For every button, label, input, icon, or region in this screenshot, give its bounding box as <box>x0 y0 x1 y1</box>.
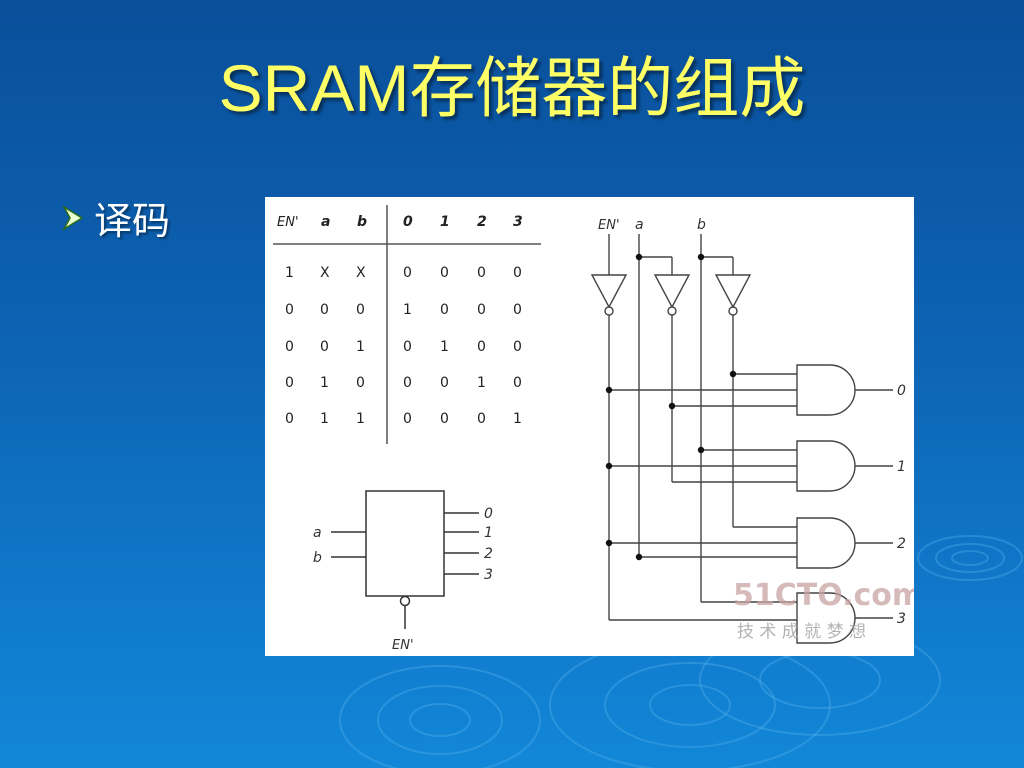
circuit-input-en: EN' <box>598 218 620 233</box>
watermark-tagline: 技 术 成 就 梦 想 <box>737 622 866 642</box>
tt-header-0: 0 <box>403 214 413 230</box>
tt-cell: 0 <box>356 302 365 318</box>
tt-header-b: b <box>357 214 367 230</box>
block-enable-label: EN' <box>392 638 414 653</box>
circuit-output-1: 1 <box>897 459 906 475</box>
decoder-block <box>365 490 445 597</box>
tt-cell: 0 <box>477 265 486 281</box>
and-gate-1 <box>796 440 856 492</box>
tt-cell: 0 <box>440 265 449 281</box>
block-output-1: 1 <box>484 525 493 541</box>
enable-bubble <box>399 595 411 607</box>
block-output-2: 2 <box>484 546 493 562</box>
tt-cell: 0 <box>320 302 329 318</box>
block-output-0: 0 <box>484 506 493 522</box>
decoder-diagram: EN' a b 0 1 2 3 1 X X 0 0 0 0 0 0 0 1 0 … <box>273 205 914 653</box>
watermark-brand: 51CTO.com <box>733 578 914 613</box>
tt-cell: 1 <box>513 411 522 427</box>
inverter-a <box>653 274 691 309</box>
tt-cell: 0 <box>403 375 412 391</box>
and-gate-2 <box>796 517 856 569</box>
watermark: 51CTO.com 技 术 成 就 梦 想 <box>733 578 914 642</box>
tt-cell: 0 <box>477 302 486 318</box>
tt-cell: 0 <box>285 375 294 391</box>
tt-cell: 1 <box>320 411 329 427</box>
circuit-output-2: 2 <box>897 536 906 552</box>
tt-cell: 0 <box>513 302 522 318</box>
decoder-figure: EN' a b 0 1 2 3 1 X X 0 0 0 0 0 0 0 1 0 … <box>265 197 914 656</box>
tt-cell: 0 <box>285 411 294 427</box>
inverter-b <box>714 274 752 309</box>
arrow-bullet-icon <box>62 204 84 231</box>
tt-header-2: 2 <box>477 214 487 230</box>
tt-cell: 0 <box>403 339 412 355</box>
tt-cell: 1 <box>440 339 449 355</box>
tt-cell: 0 <box>513 265 522 281</box>
tt-cell: 0 <box>477 411 486 427</box>
tt-cell: 1 <box>356 411 365 427</box>
tt-cell: 0 <box>440 375 449 391</box>
inverter-en <box>590 274 628 309</box>
tt-header-en: EN' <box>277 215 299 230</box>
bullet-text: 译码 <box>94 199 171 243</box>
and-gate-3 <box>796 592 856 644</box>
tt-header-a: a <box>321 214 330 230</box>
tt-cell: 0 <box>440 302 449 318</box>
tt-cell: 0 <box>403 411 412 427</box>
truth-table: EN' a b 0 1 2 3 1 X X 0 0 0 0 0 0 0 1 0 … <box>273 205 541 444</box>
circuit-output-3: 3 <box>897 611 906 627</box>
block-input-b: b <box>313 550 322 566</box>
tt-header-1: 1 <box>440 214 450 230</box>
tt-cell: 0 <box>477 339 486 355</box>
tt-cell: 1 <box>356 339 365 355</box>
tt-cell: X <box>356 265 366 281</box>
and-gate-0 <box>796 364 856 416</box>
tt-cell: 0 <box>285 302 294 318</box>
circuit-output-0: 0 <box>897 383 906 399</box>
bullet-item: 译码 <box>62 190 170 245</box>
tt-cell: 1 <box>285 265 294 281</box>
junction-dots <box>605 253 737 561</box>
circuit-input-b: b <box>697 217 706 233</box>
tt-cell: X <box>320 265 330 281</box>
tt-cell: 0 <box>403 265 412 281</box>
block-output-3: 3 <box>484 567 493 583</box>
slide-title: SRAM存储器的组成 <box>218 51 806 125</box>
tt-cell: 1 <box>403 302 412 318</box>
tt-cell: 0 <box>320 339 329 355</box>
tt-cell: 0 <box>513 375 522 391</box>
tt-cell: 1 <box>477 375 486 391</box>
block-input-a: a <box>313 525 322 541</box>
tt-cell: 0 <box>440 411 449 427</box>
tt-cell: 0 <box>513 339 522 355</box>
tt-header-3: 3 <box>513 214 523 230</box>
tt-cell: 0 <box>356 375 365 391</box>
tt-cell: 0 <box>285 339 294 355</box>
tt-cell: 1 <box>320 375 329 391</box>
decoder-circuit <box>590 234 893 644</box>
decoder-block-symbol <box>331 490 479 629</box>
circuit-input-a: a <box>635 217 644 233</box>
